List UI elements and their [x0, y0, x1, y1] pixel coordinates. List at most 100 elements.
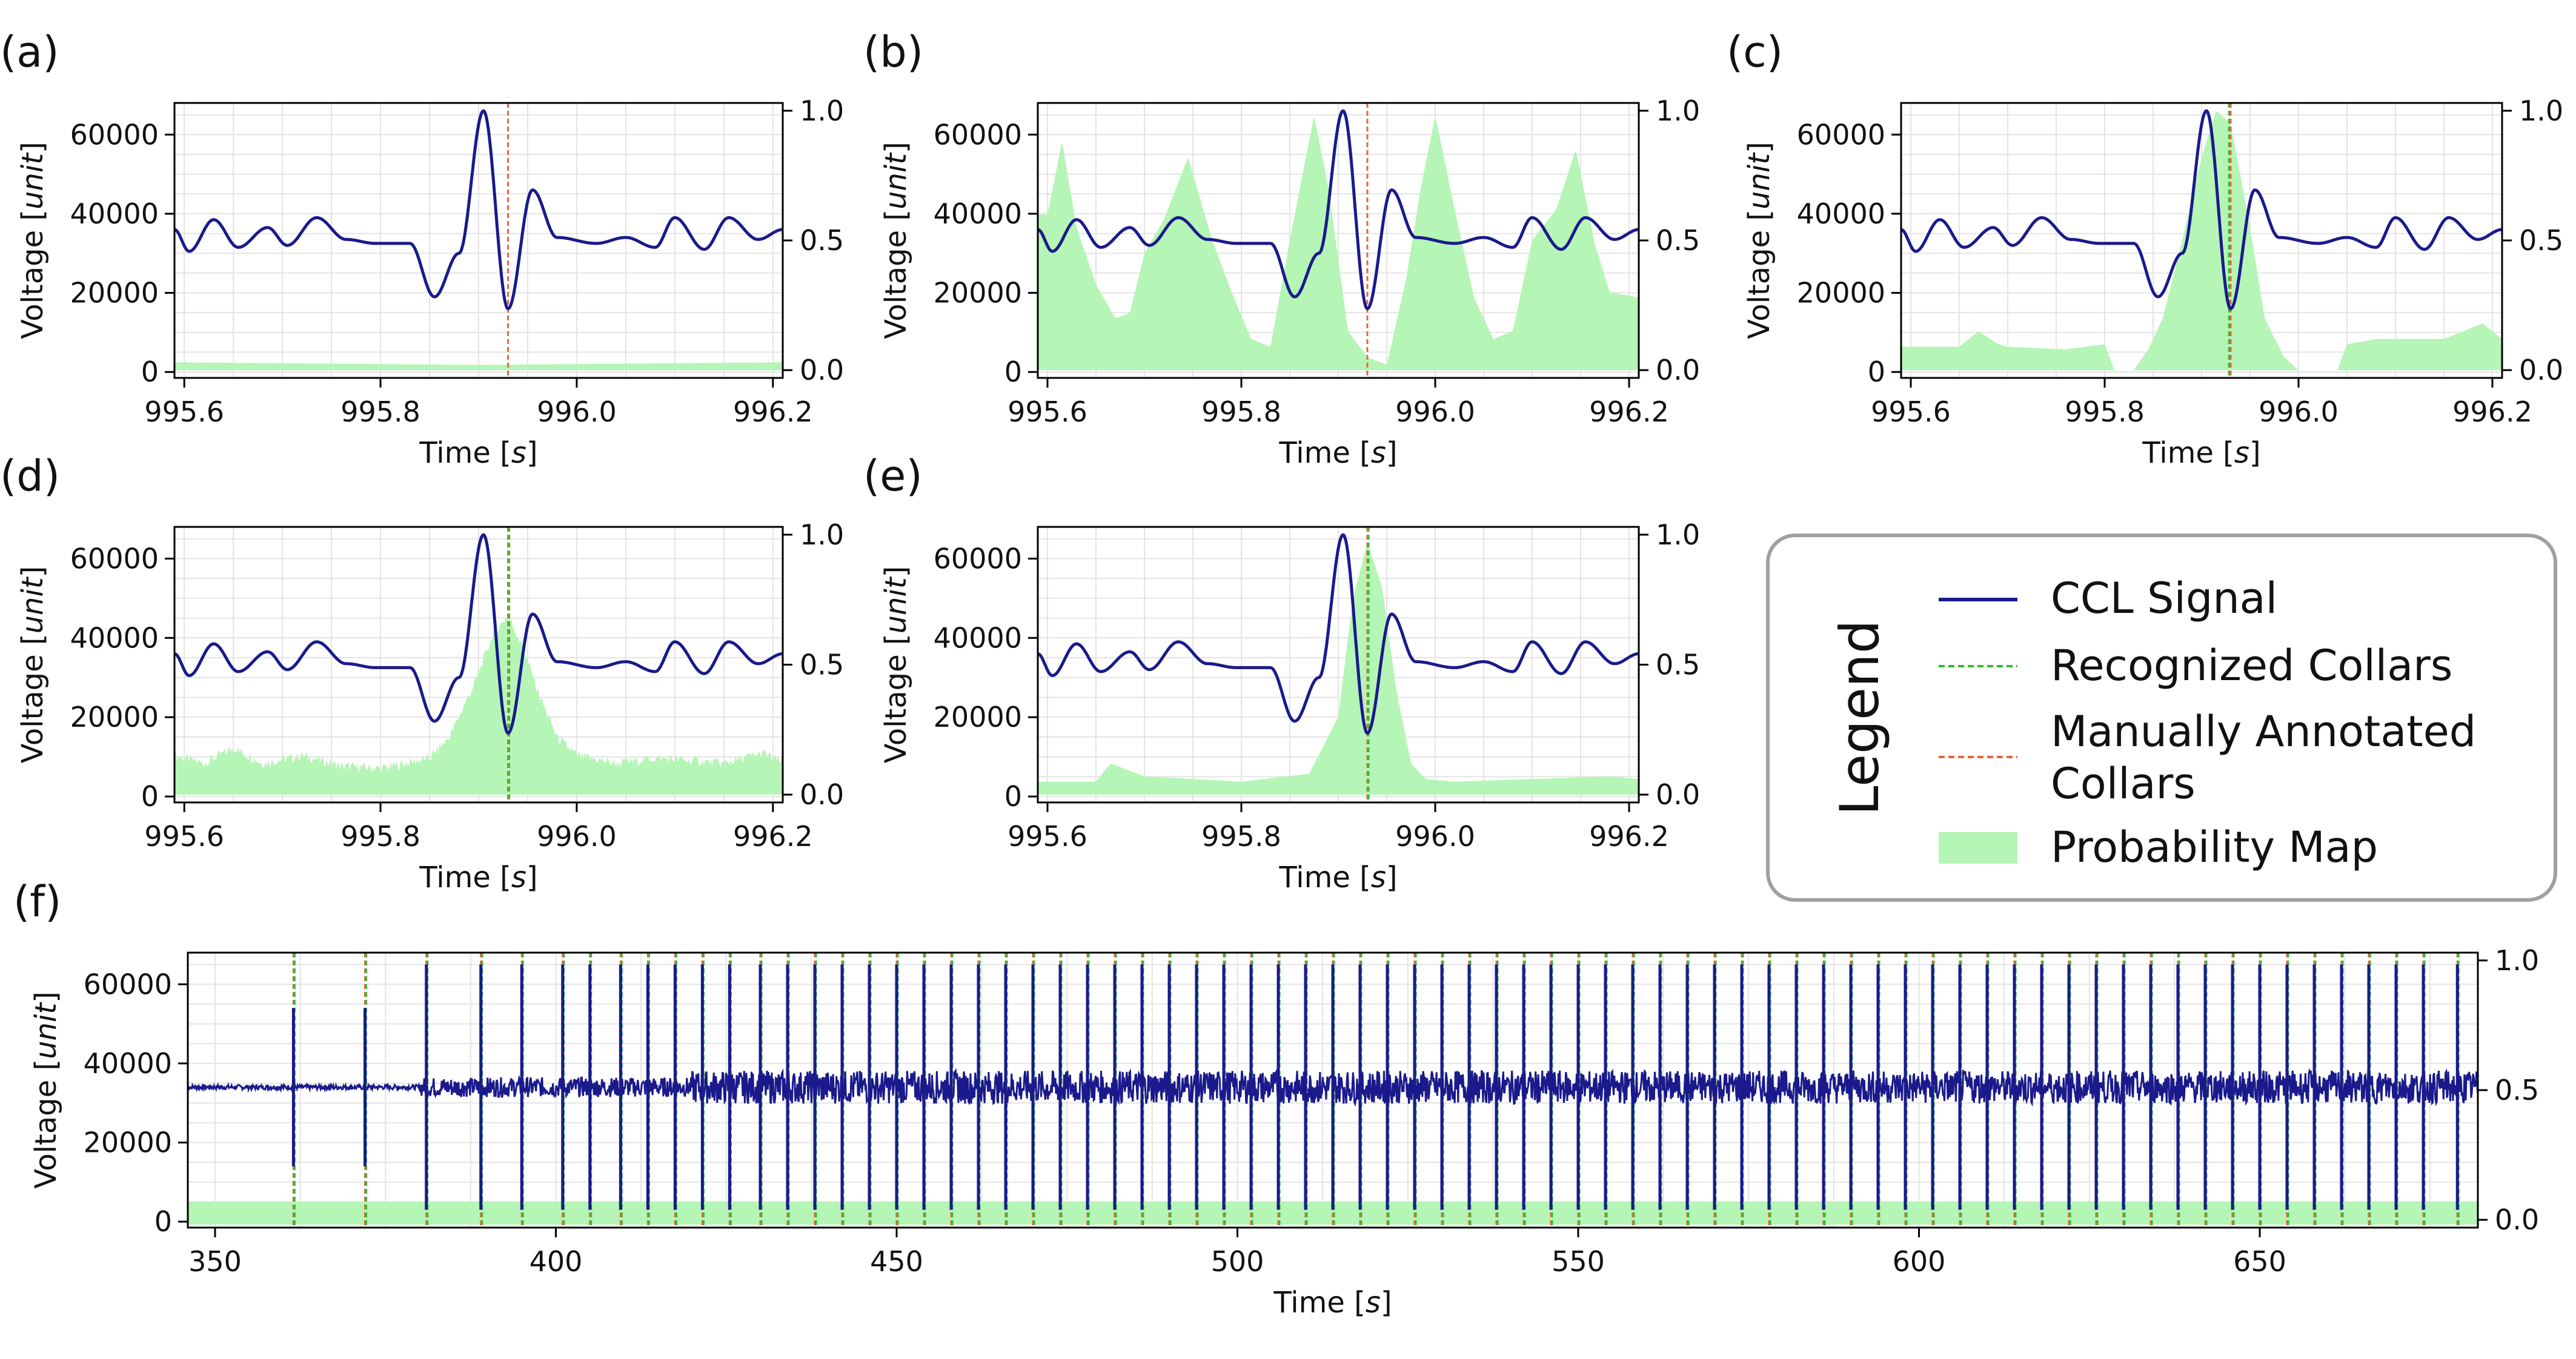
panel-label: (e) [863, 451, 923, 501]
ccl-signal [1038, 109, 1639, 311]
y-tick-label: 20000 [934, 701, 1022, 733]
y-tick-label: 40000 [934, 197, 1022, 230]
y-axis-label: Voltage [unit] [16, 566, 50, 764]
y2-tick-label: 0.5 [1656, 224, 1700, 257]
y-tick-label: 20000 [84, 1126, 172, 1159]
y-axis-label: Voltage [unit] [29, 991, 63, 1189]
y-axis-label: Voltage [unit] [1742, 142, 1776, 339]
legend-label-ccl-signal: CCL Signal [2051, 574, 2277, 623]
y-tick-label: 60000 [70, 118, 159, 151]
y2-tick-label: 0.0 [1656, 354, 1700, 386]
plot-area [1901, 103, 2502, 378]
ccl-signal [174, 109, 783, 311]
x-tick-label: 450 [870, 1245, 923, 1278]
grid [174, 103, 783, 378]
x-tick-label: 550 [1552, 1245, 1605, 1278]
y-tick-label: 40000 [84, 1047, 172, 1080]
y-tick-label: 60000 [934, 542, 1022, 575]
y2-tick-label: 0.5 [800, 649, 844, 681]
x-tick-label: 500 [1211, 1245, 1264, 1278]
panel-b: 995.6 995.8 996.0 996.2 0 20000 40000 60000 0.0 0… [863, 27, 1700, 470]
x-axis-label: Time [s] [419, 436, 537, 470]
x-tick-label: 995.6 [1007, 820, 1087, 853]
y-tick-label: 40000 [70, 621, 159, 654]
y-tick-label: 40000 [1797, 197, 1885, 230]
x-axis-label: Time [s] [2142, 436, 2260, 470]
y-tick-label: 20000 [70, 701, 159, 733]
x-tick-label: 996.2 [733, 395, 813, 428]
x-tick-label: 995.8 [340, 820, 420, 853]
panel-label: (a) [0, 27, 59, 77]
x-tick-label: 995.6 [144, 395, 224, 428]
x-axis-label: Time [s] [1278, 436, 1397, 470]
x-tick-label: 400 [529, 1245, 583, 1278]
panel-e: 995.6 995.8 996.0 996.2 0 20000 40000 60000 0.0 0… [863, 451, 1700, 894]
y-tick-label: 40000 [934, 621, 1022, 654]
ccl-signal [174, 533, 783, 735]
legend-title: Legend [1828, 620, 1891, 815]
y-tick-label: 0 [1004, 780, 1022, 813]
x-tick-label: 995.8 [340, 395, 420, 428]
x-tick-label: 995.6 [1007, 395, 1087, 428]
panel-label: (b) [863, 27, 923, 77]
y-axis-label: Voltage [unit] [16, 142, 50, 339]
probability-map [1038, 543, 1639, 795]
y2-tick-label: 0.0 [2519, 354, 2563, 386]
panel-label: (c) [1727, 27, 1783, 77]
y-tick-label: 60000 [934, 118, 1022, 151]
legend-label-probability: Probability Map [2051, 822, 2378, 872]
x-tick-label: 996.0 [2259, 395, 2339, 428]
x-tick-label: 650 [2233, 1245, 2286, 1278]
probability-map [1038, 117, 1639, 371]
y2-tick-label: 0.5 [800, 224, 844, 257]
x-tick-label: 995.6 [1871, 395, 1951, 428]
y2-tick-label: 0.5 [1656, 649, 1700, 681]
y2-tick-label: 0.5 [2495, 1074, 2539, 1106]
ccl-signal [1901, 109, 2502, 311]
ccl-signal [1038, 533, 1639, 735]
panel-label: (f) [13, 877, 61, 927]
y-tick-label: 60000 [70, 542, 159, 575]
x-axis-label: Time [s] [1273, 1286, 1392, 1320]
x-tick-label: 995.8 [1201, 395, 1281, 428]
x-tick-label: 996.2 [1589, 395, 1669, 428]
x-tick-label: 996.0 [1395, 395, 1475, 428]
y-tick-label: 0 [1004, 355, 1022, 388]
probability-map [1901, 111, 2502, 371]
x-tick-label: 995.8 [1201, 820, 1281, 853]
x-tick-label: 996.2 [2452, 395, 2532, 428]
x-tick-label: 995.8 [2065, 395, 2145, 428]
y2-tick-label: 1.0 [1656, 94, 1700, 127]
plot-area [1038, 527, 1639, 802]
y2-tick-label: 0.0 [800, 354, 844, 386]
x-tick-label: 996.2 [1589, 820, 1669, 853]
x-tick-label: 996.0 [1395, 820, 1475, 853]
y2-tick-label: 0.0 [2495, 1203, 2539, 1236]
x-tick-label: 996.2 [733, 820, 813, 853]
y-tick-label: 20000 [934, 277, 1022, 309]
plot-area [188, 953, 2478, 1228]
panel-label: (d) [0, 451, 60, 501]
y-tick-label: 60000 [84, 968, 172, 1000]
legend-label-recognized: Recognized Collars [2051, 641, 2452, 690]
y2-tick-label: 0.0 [1656, 778, 1700, 811]
y-tick-label: 20000 [70, 277, 159, 309]
legend-label-manual: Manually Annotated Collars [2051, 707, 2490, 808]
y-axis-label: Voltage [unit] [879, 142, 913, 339]
y2-tick-label: 1.0 [800, 518, 844, 551]
x-tick-label: 996.0 [537, 820, 617, 853]
y2-tick-label: 0.0 [800, 778, 844, 811]
y-tick-label: 20000 [1797, 277, 1885, 309]
legend-frame [1766, 534, 2557, 902]
y-tick-label: 0 [141, 780, 159, 813]
y2-tick-label: 1.0 [800, 94, 844, 127]
y2-tick-label: 1.0 [2519, 94, 2563, 127]
y-tick-label: 0 [154, 1205, 172, 1238]
y2-tick-label: 1.0 [1656, 518, 1700, 551]
plot-area [174, 103, 783, 378]
plot-area [174, 527, 783, 802]
y-tick-label: 0 [141, 355, 159, 388]
plot-area [1038, 103, 1639, 378]
